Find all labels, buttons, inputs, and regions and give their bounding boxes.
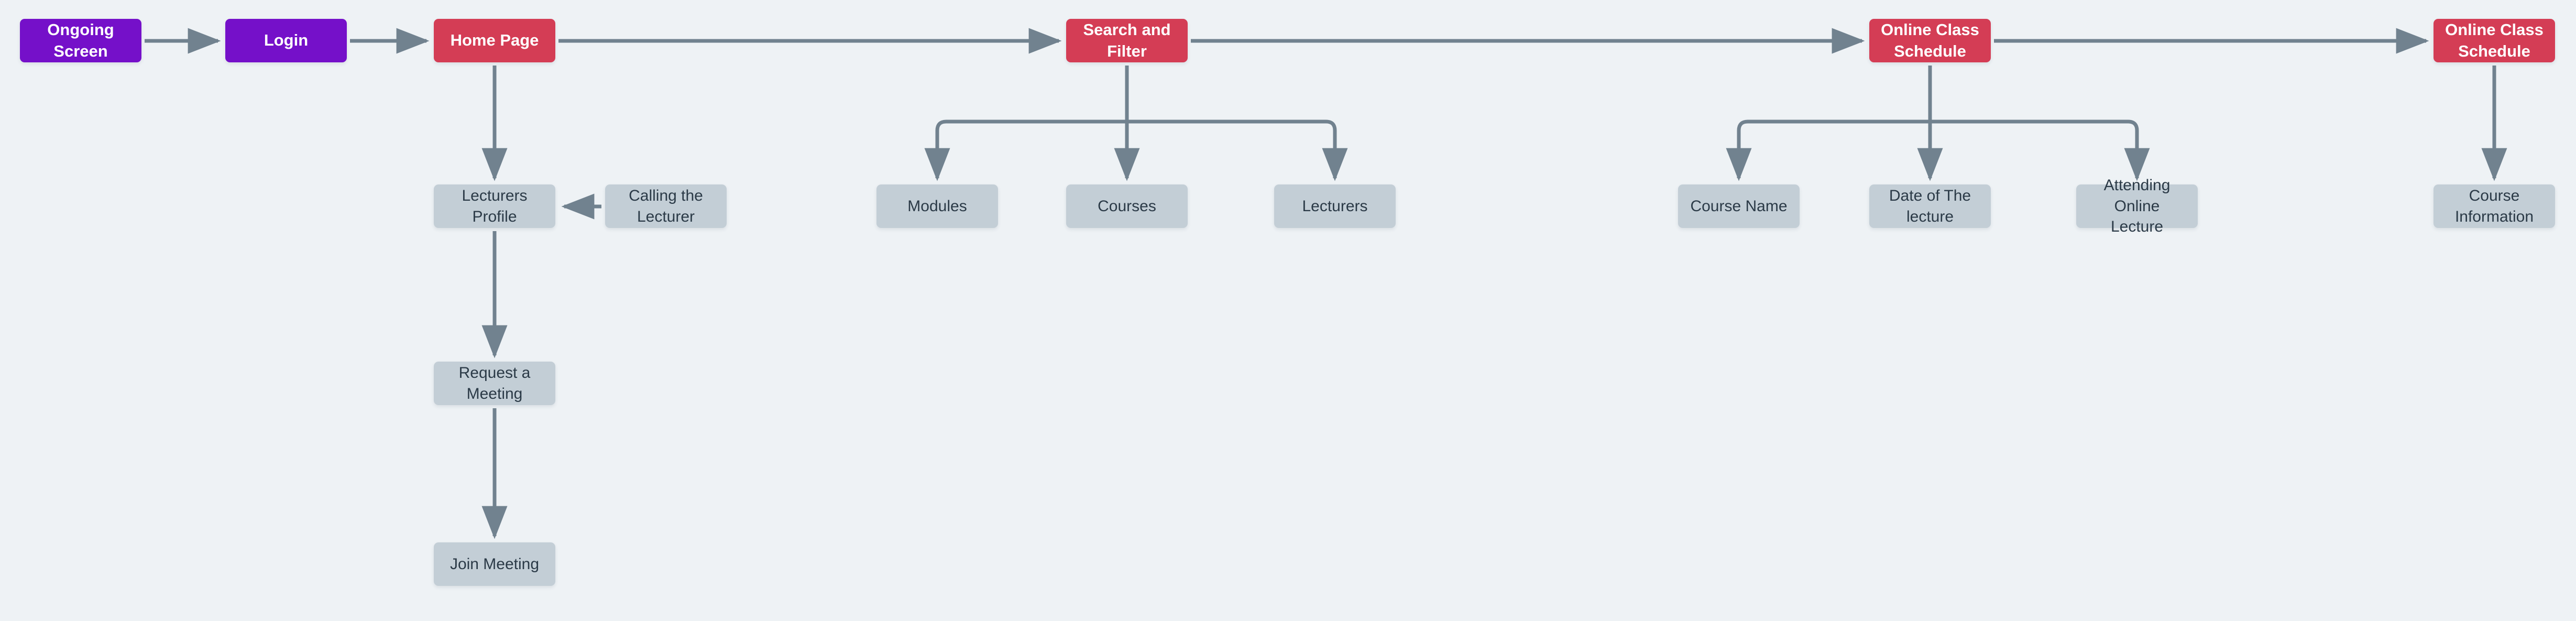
node-attending-online-lecture[interactable]: Attending Online Lecture <box>2076 177 2198 235</box>
edge-online-class-schedule-to-attending-online-lecture <box>1930 119 2150 181</box>
node-home-page[interactable]: Home Page <box>434 19 555 62</box>
node-ongoing-screen[interactable]: Ongoing Screen <box>20 19 141 62</box>
node-login[interactable]: Login <box>225 19 347 62</box>
node-online-class-schedule-right[interactable]: Online Class Schedule <box>2434 19 2555 62</box>
node-course-information[interactable]: Course Information <box>2434 184 2555 228</box>
node-lecturers[interactable]: Lecturers <box>1274 184 1396 228</box>
node-courses[interactable]: Courses <box>1066 184 1188 228</box>
node-lecturers-profile[interactable]: Lecturers Profile <box>434 184 555 228</box>
node-date-of-the-lecture[interactable]: Date of The lecture <box>1869 184 1991 228</box>
node-online-class-schedule[interactable]: Online Class Schedule <box>1869 19 1991 62</box>
node-request-a-meeting[interactable]: Request a Meeting <box>434 362 555 405</box>
edge-search-and-filter-to-modules <box>924 119 1127 181</box>
node-calling-the-lecturer[interactable]: Calling the Lecturer <box>605 184 727 228</box>
node-course-name[interactable]: Course Name <box>1678 184 1800 228</box>
node-modules[interactable]: Modules <box>876 184 998 228</box>
node-search-and-filter[interactable]: Search and Filter <box>1066 19 1188 62</box>
edge-online-class-schedule-to-course-name <box>1726 119 1930 181</box>
edge-search-and-filter-to-lecturers <box>1127 119 1348 181</box>
node-join-meeting[interactable]: Join Meeting <box>434 542 555 586</box>
